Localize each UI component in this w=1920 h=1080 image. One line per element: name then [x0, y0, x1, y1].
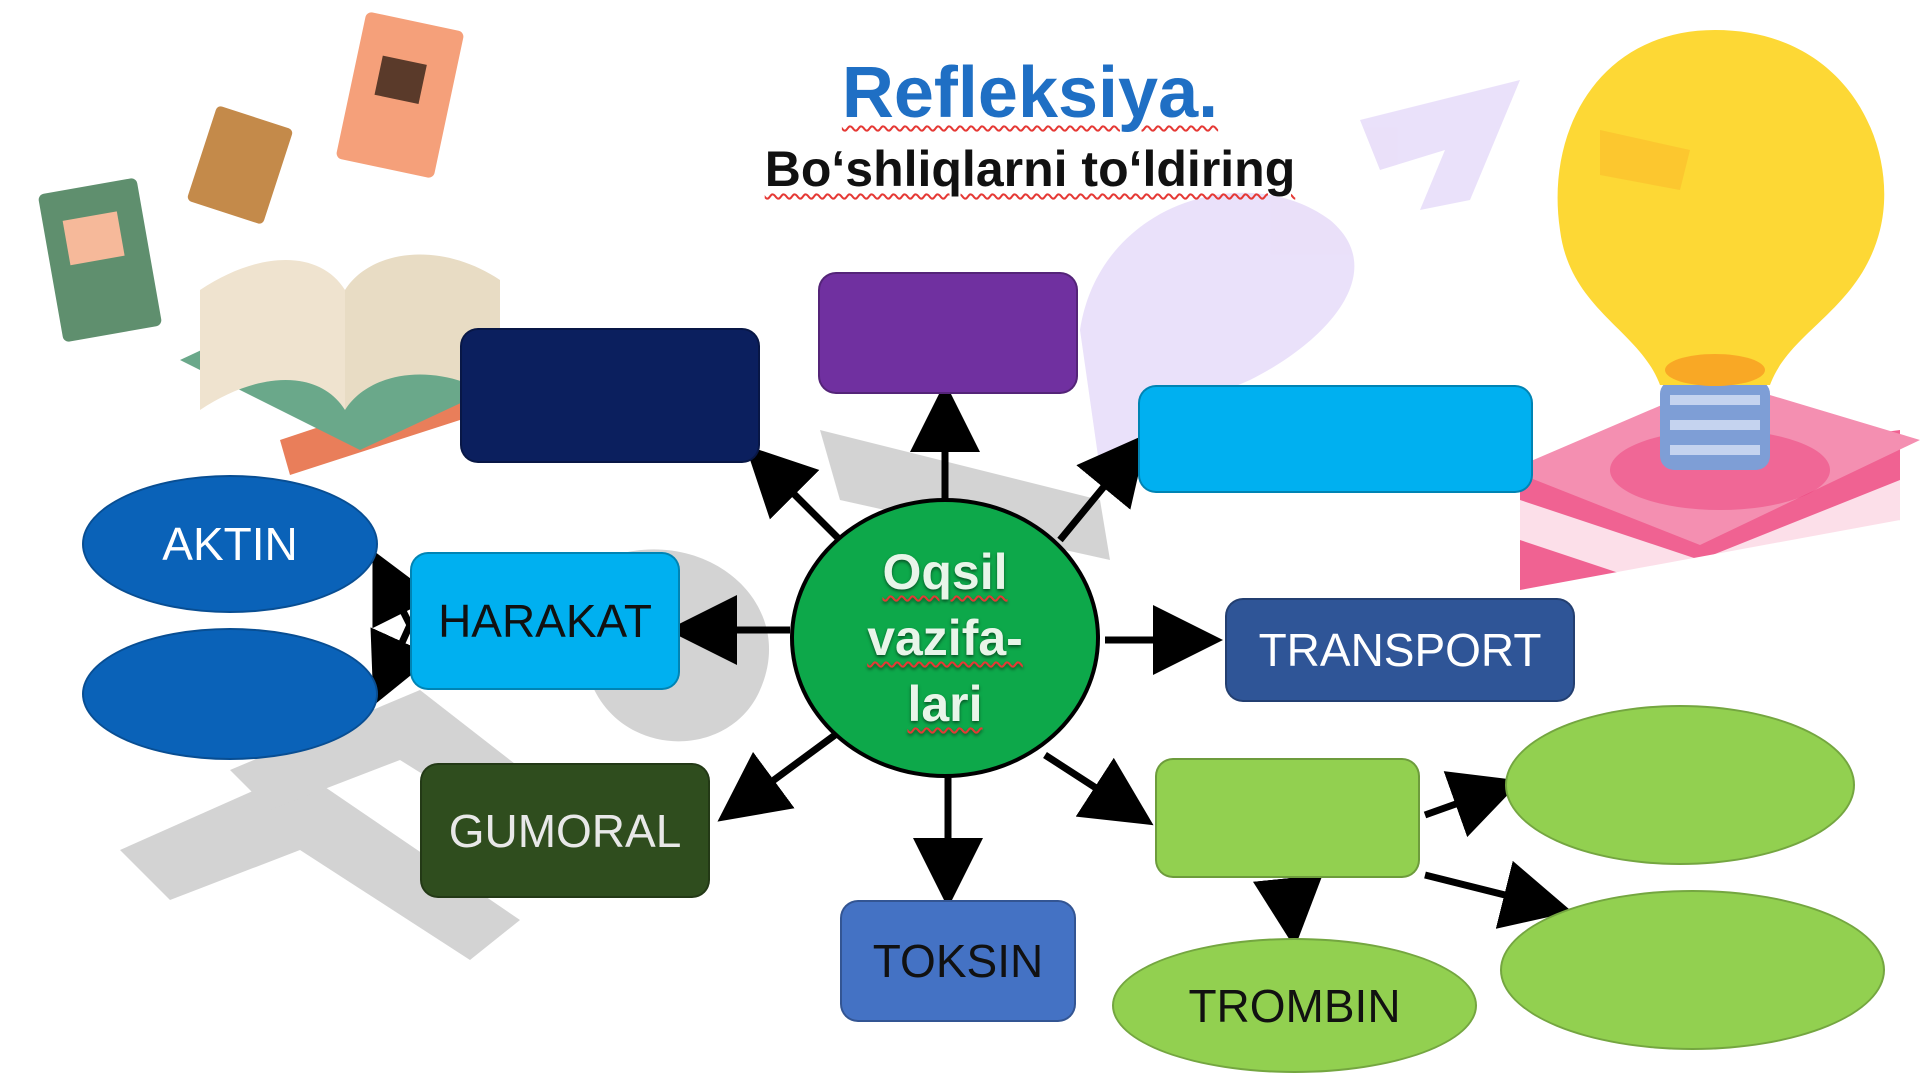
light-bulb-icon — [1510, 30, 1920, 600]
blank-box-top[interactable] — [818, 272, 1078, 394]
blank-box-top-right[interactable] — [1138, 385, 1533, 493]
center-line-2: vazifa- — [867, 610, 1023, 666]
node-harakat: HARAKAT — [410, 552, 680, 690]
open-book-stack-icon — [38, 12, 510, 475]
node-toksin: TOKSIN — [840, 900, 1076, 1022]
node-label: AKTIN — [162, 518, 298, 570]
node-transport: TRANSPORT — [1225, 598, 1575, 702]
blank-oval-right-top[interactable] — [1505, 705, 1855, 865]
node-aktin: AKTIN — [82, 475, 378, 613]
connector-arrows — [370, 382, 1573, 948]
slide-subtitle: Bo‘shliqlarni to‘ldiring — [764, 141, 1296, 197]
slide-title: Refleksiya. — [841, 53, 1219, 133]
node-gumoral: GUMORAL — [420, 763, 710, 898]
blank-oval-left[interactable] — [82, 628, 378, 760]
node-label: TROMBIN — [1188, 979, 1401, 1032]
center-node-protein-functions: Oqsil vazifa- lari — [790, 498, 1100, 778]
node-label: HARAKAT — [438, 595, 652, 647]
blank-box-right-green[interactable] — [1155, 758, 1420, 878]
node-trombin: TROMBIN — [1112, 938, 1477, 1073]
node-label: TOKSIN — [872, 935, 1044, 987]
center-line-1: Oqsil — [882, 544, 1008, 600]
node-label: GUMORAL — [448, 804, 682, 857]
blank-oval-right-bottom[interactable] — [1500, 890, 1885, 1050]
node-label: TRANSPORT — [1258, 624, 1542, 676]
blank-box-top-left[interactable] — [460, 328, 760, 463]
center-line-3: lari — [907, 676, 983, 732]
